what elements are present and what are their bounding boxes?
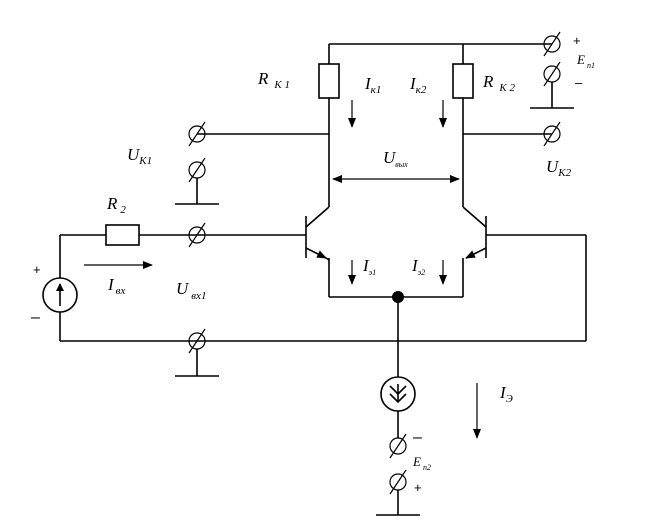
resistor-rk2 [452, 63, 474, 99]
tail-current-source [380, 376, 416, 412]
terminal-bottom-ground [175, 328, 219, 377]
terminal-en1-minus [530, 61, 574, 109]
sign-src-plus: + [33, 262, 41, 277]
sign-en2-plus: + [414, 480, 422, 495]
sign-src-minus: – [31, 309, 40, 326]
terminal-uvh1 [188, 222, 206, 248]
terminal-uk1-bottom [175, 157, 219, 205]
terminal-en2-minus [389, 433, 407, 459]
terminal-uk1-top [188, 121, 206, 147]
label-ik2: Iк2 [409, 74, 427, 96]
supply-rail-top [328, 43, 552, 64]
label-uk2: UК2 [546, 157, 572, 179]
terminal-uk2 [543, 121, 561, 147]
resistor-r2 [105, 224, 140, 246]
sign-en1-minus: – [575, 75, 583, 90]
sign-en1-plus: + [573, 33, 581, 48]
sign-en2-minus: – [413, 429, 422, 446]
transistor-2 [462, 206, 487, 259]
label-ie1: Iэ1 [362, 256, 376, 277]
resistor-rk1 [318, 63, 340, 99]
transistor-1 [305, 206, 330, 261]
terminal-en1-plus [543, 31, 561, 57]
input-current-source [42, 277, 78, 313]
label-ik1: Iк1 [364, 74, 381, 96]
label-ie2: Iэ2 [411, 256, 425, 277]
label-uk1: UК1 [127, 145, 152, 167]
label-uvyh: Uвых [383, 148, 408, 169]
label-ie: IЭ [499, 383, 513, 405]
terminal-en2-plus [376, 469, 420, 516]
